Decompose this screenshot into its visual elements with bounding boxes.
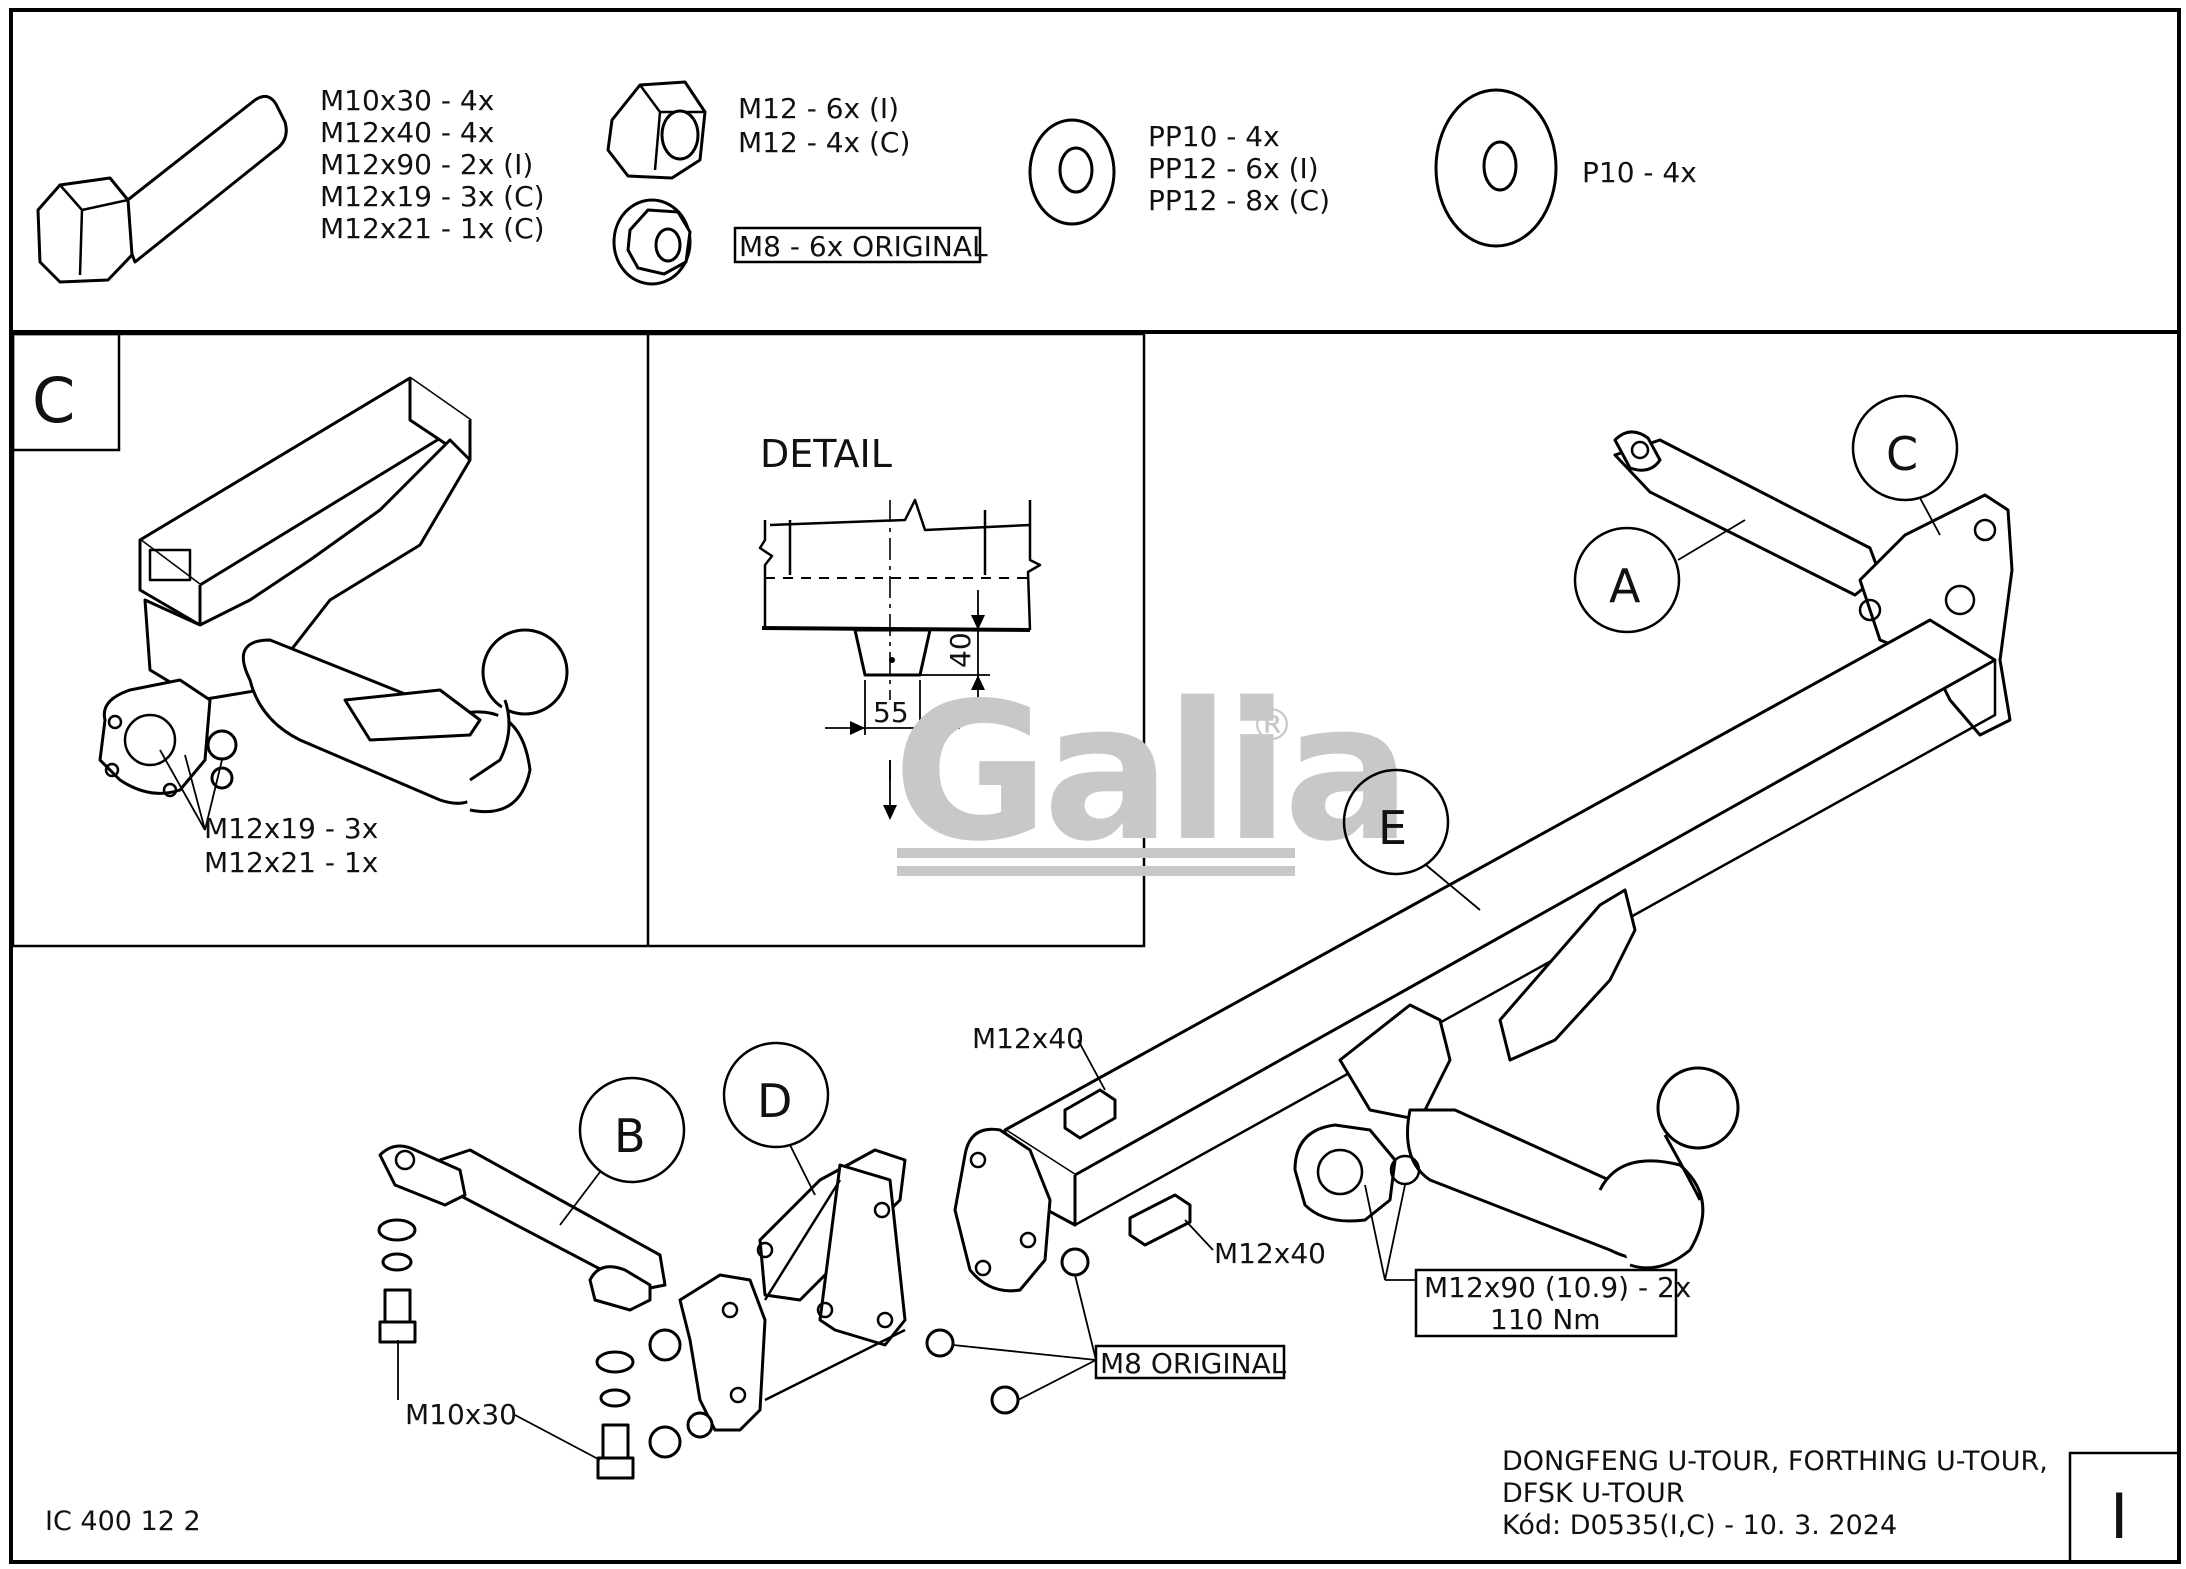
callout-a: A <box>1609 559 1641 613</box>
large-washer-spec: P10 - 4x <box>1582 156 1697 189</box>
bolt-label-m12x90: M12x90 (10.9) - 2x <box>1424 1271 1691 1304</box>
callout-a-leader <box>1677 519 1746 561</box>
large-washer-icon <box>1434 88 1558 248</box>
watermark-registered: ® <box>1250 700 1294 751</box>
leader-m8-a <box>1074 1274 1097 1361</box>
bolt-label-m12x40-bottom: M12x40 <box>1214 1237 1326 1270</box>
callout-c-leader <box>1919 497 1941 536</box>
watermark-brand: Galia <box>893 662 1406 883</box>
drawing-code: IC 400 12 2 <box>45 1506 201 1537</box>
detail-title: DETAIL <box>760 432 892 476</box>
nut-spec-2: M12 - 4x (C) <box>738 126 910 159</box>
panel-c-bolt-label-1: M12x19 - 3x <box>204 812 378 845</box>
washer-spec-3: PP12 - 8x (C) <box>1148 184 1330 217</box>
kod-line: Kód: D0535(I,C) - 10. 3. 2024 <box>1502 1510 1897 1541</box>
callout-c: C <box>1886 427 1918 481</box>
sheet-letter: I <box>2110 1480 2128 1553</box>
detail-dim-width: 55 <box>873 696 909 729</box>
nut-spec-1: M12 - 6x (I) <box>738 92 899 125</box>
leader-m10x30-b <box>514 1414 601 1461</box>
bolt-spec-5: M12x21 - 1x (C) <box>320 212 545 245</box>
panel-c-frame <box>11 332 1146 948</box>
m12x90-box <box>1414 1268 1678 1338</box>
bolt-spec-4: M12x19 - 3x (C) <box>320 180 545 213</box>
leader-m12x90-a <box>1364 1184 1386 1281</box>
sheet-box <box>2068 1451 2181 1564</box>
washer-spec-2: PP12 - 6x (I) <box>1148 152 1319 185</box>
callout-d: D <box>757 1074 792 1128</box>
panel-c-letter: C <box>32 364 75 437</box>
callout-b-bubble <box>578 1076 686 1184</box>
callout-a-bubble <box>1573 526 1681 634</box>
galia-watermark: Galia ® <box>893 662 1412 883</box>
callout-b-leader <box>559 1171 601 1226</box>
bolt-label-m12x40-top: M12x40 <box>972 1022 1084 1055</box>
leader-m12x40-top <box>1077 1039 1106 1091</box>
leader-m12x40-bottom <box>1184 1219 1214 1251</box>
leader-m8-c <box>1017 1359 1097 1401</box>
bolt-spec-1: M10x30 - 4x <box>320 84 494 117</box>
callout-e-leader <box>1425 864 1481 911</box>
callout-e-bubble <box>1342 768 1450 876</box>
bolt-spec-3: M12x90 - 2x (I) <box>320 148 533 181</box>
panel-c-assembly-drawing <box>98 376 569 831</box>
callout-d-bubble <box>722 1041 830 1149</box>
main-assembly-drawing <box>377 430 2014 1480</box>
flange-nut-icon <box>612 198 692 286</box>
torque-label: 110 Nm <box>1490 1303 1601 1336</box>
panel-c-letter-box <box>11 332 121 452</box>
original-nut-box <box>733 226 982 264</box>
callout-d-leader <box>789 1144 816 1196</box>
bolt-label-m10x30: M10x30 <box>405 1398 517 1431</box>
detail-section-drawing <box>758 498 1042 820</box>
callout-e: E <box>1378 801 1407 855</box>
nut-label-m8-original: M8 ORIGINAL <box>1100 1347 1287 1380</box>
original-nut-spec: M8 - 6x ORIGINAL <box>739 230 988 263</box>
callout-b: B <box>614 1109 646 1163</box>
callout-c-bubble <box>1851 394 1959 502</box>
washer-spec-1: PP10 - 4x <box>1148 120 1280 153</box>
bolt-icon <box>36 94 288 284</box>
hex-nut-icon <box>606 80 707 180</box>
bolt-spec-2: M12x40 - 4x <box>320 116 494 149</box>
vehicle-line-2: DFSK U-TOUR <box>1502 1478 1685 1509</box>
panel-c-bolt-label-2: M12x21 - 1x <box>204 846 378 879</box>
leader-m12x90-b <box>1384 1184 1406 1281</box>
detail-dim-height: 40 <box>944 632 977 668</box>
leader-m8-b <box>952 1344 1097 1361</box>
washer-icon <box>1028 118 1116 226</box>
outer-frame <box>9 8 2181 1564</box>
m8-original-box <box>1094 1344 1286 1380</box>
vehicle-line-1: DONGFENG U-TOUR, FORTHING U-TOUR, <box>1502 1446 2048 1477</box>
